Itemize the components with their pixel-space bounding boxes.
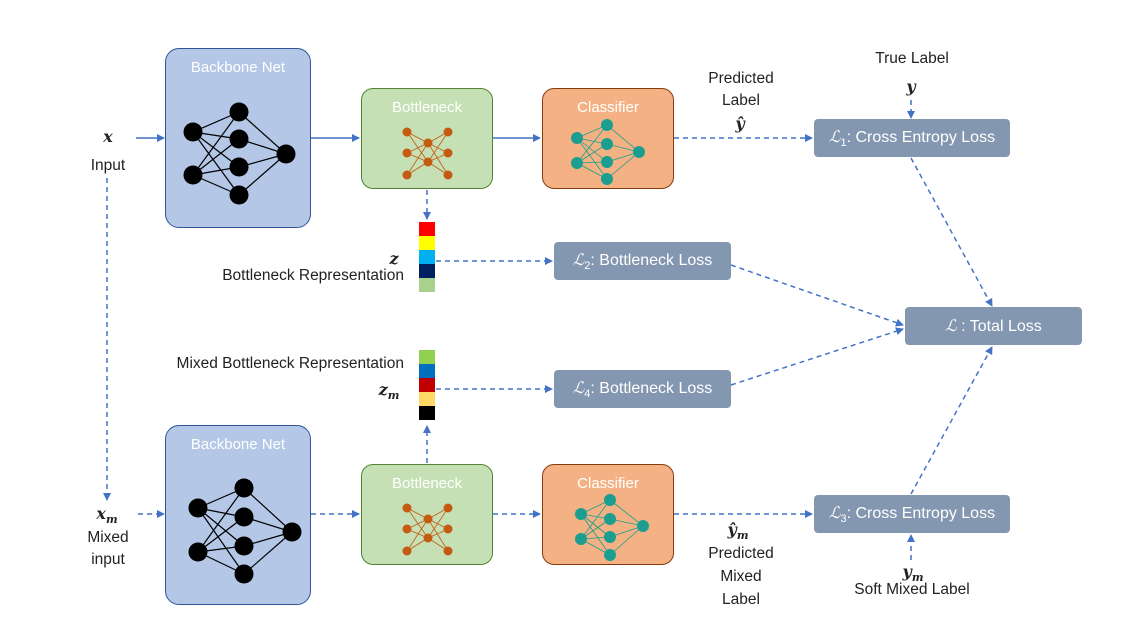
predicted-label-line2: Label [722, 92, 760, 109]
loss-subscript: 4 [584, 388, 591, 401]
predicted-label-line1: Predicted [708, 70, 774, 87]
mixed-input-label-line1: Mixed [87, 529, 129, 546]
bottleneck-top-title: Bottleneck [391, 99, 463, 116]
zm-symbol: zm [372, 379, 406, 407]
backbone-net-top: Backbone Net [165, 48, 311, 228]
loss-symbol: ℒ [828, 126, 841, 146]
true-label: True Label [875, 50, 949, 67]
loss-l3-label: : Cross Entropy Loss [846, 504, 996, 522]
loss-l4-box: ℒ4: Bottleneck Loss [554, 370, 731, 408]
yhat-symbol: ŷ [735, 114, 745, 133]
zm-vector-cell [419, 364, 435, 378]
bottleneck-top: Bottleneck [361, 88, 493, 189]
ym-base: y [902, 562, 912, 581]
z-vector-cell [419, 264, 435, 278]
zm-subscript: m [387, 389, 400, 403]
bottleneck-net-icon [402, 127, 453, 180]
xm-subscript: m [105, 513, 118, 527]
zm-vector-cell [419, 378, 435, 392]
classifier-bottom-title: Classifier [577, 475, 639, 492]
yhatm-base: ŷ [727, 520, 737, 539]
predicted-mixed-label-line3: Label [722, 591, 760, 608]
backbone-net-top-title: Backbone Net [190, 59, 286, 76]
loss-l2-box: ℒ2: Bottleneck Loss [554, 242, 731, 280]
x-symbol: x [103, 127, 113, 146]
loss-l4-label: : Bottleneck Loss [590, 379, 713, 397]
loss-l3-box: ℒ3: Cross Entropy Loss [814, 495, 1010, 533]
ym-subscript: m [911, 571, 924, 585]
loss-subscript: 3 [840, 513, 847, 526]
bottleneck-net-icon [402, 503, 453, 556]
total-loss-box: ℒ : Total Loss [905, 307, 1082, 345]
zm-base: z [378, 380, 388, 399]
arrow-l4-to-total [730, 327, 904, 386]
backbone-net-bottom-title: Backbone Net [190, 436, 286, 453]
loss-symbol: ℒ [828, 502, 841, 522]
mixed-input-label-line2: input [91, 551, 125, 568]
z-vector-cell [419, 250, 435, 264]
mixed-bottleneck-representation-label: Mixed Bottleneck Representation [176, 355, 404, 372]
input-label: Input [90, 157, 126, 174]
zm-vector-cell [419, 350, 435, 364]
bottleneck-bottom-title: Bottleneck [391, 475, 463, 492]
total-loss-label: : Total Loss [956, 318, 1042, 335]
loss-symbol: ℒ [572, 377, 585, 397]
loss-subscript: 2 [584, 260, 591, 273]
z-vector-cell [419, 278, 435, 292]
backbone-net-bottom: Backbone Net [165, 425, 311, 605]
loss-l2-label: : Bottleneck Loss [590, 251, 713, 269]
predicted-mixed-label-line1: Predicted [708, 545, 774, 562]
yhatm-subscript: m [736, 529, 749, 543]
xm-symbol: xm [90, 503, 124, 531]
arrow-l2-to-total [730, 264, 904, 327]
z-vector [419, 222, 435, 292]
loss-symbol: ℒ [945, 316, 957, 335]
ym-symbol: ym [893, 561, 933, 589]
arrow-l1-to-total [910, 157, 993, 307]
classifier-top-title: Classifier [577, 99, 639, 116]
loss-l1-box: ℒ1: Cross Entropy Loss [814, 119, 1010, 157]
yhatm-symbol: ŷm [718, 519, 758, 547]
bottleneck-bottom: Bottleneck [361, 464, 493, 565]
soft-mixed-label: Soft Mixed Label [854, 581, 970, 598]
neural-net-icon [188, 478, 302, 584]
bottleneck-representation-label: Bottleneck Representation [222, 267, 404, 284]
arrow-l3-to-total [910, 346, 993, 495]
predicted-mixed-label-line2: Mixed [720, 568, 762, 585]
neural-net-icon [183, 102, 296, 205]
z-vector-cell [419, 222, 435, 236]
z-vector-cell [419, 236, 435, 250]
y-symbol: y [906, 77, 916, 96]
loss-l1-label: : Cross Entropy Loss [846, 128, 996, 146]
zm-vector [419, 350, 435, 420]
loss-subscript: 1 [840, 137, 847, 150]
classifier-top: Classifier [542, 88, 674, 189]
xm-base: x [96, 504, 106, 523]
zm-vector-cell [419, 406, 435, 420]
z-symbol: z [389, 249, 399, 268]
classifier-net-icon [575, 494, 649, 561]
classifier-net-icon [571, 119, 645, 185]
zm-vector-cell [419, 392, 435, 406]
loss-symbol: ℒ [572, 249, 585, 269]
classifier-bottom: Classifier [542, 464, 674, 565]
